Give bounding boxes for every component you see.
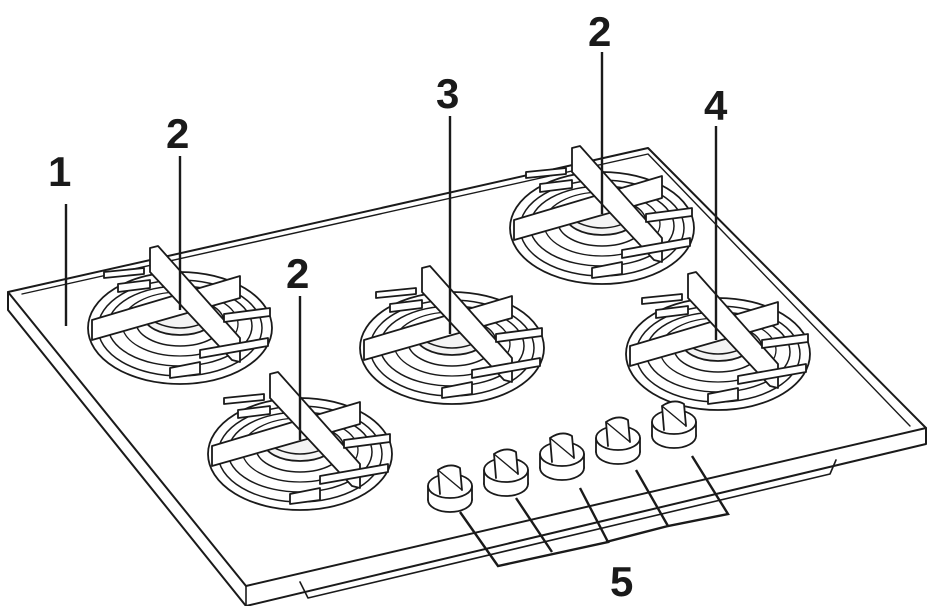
callout-burner-right: 4 [704,82,728,129]
callout-burner-rear-left: 2 [166,110,189,157]
callout-hob-surface: 1 [48,148,71,195]
callout-burner-rear-right: 2 [588,8,611,55]
callout-burner-front-left: 2 [286,250,309,297]
leader-lines [64,52,730,568]
callout-burner-center: 3 [436,70,459,117]
leader-control-knobs [459,455,730,568]
callout-control-knobs: 5 [610,558,633,605]
